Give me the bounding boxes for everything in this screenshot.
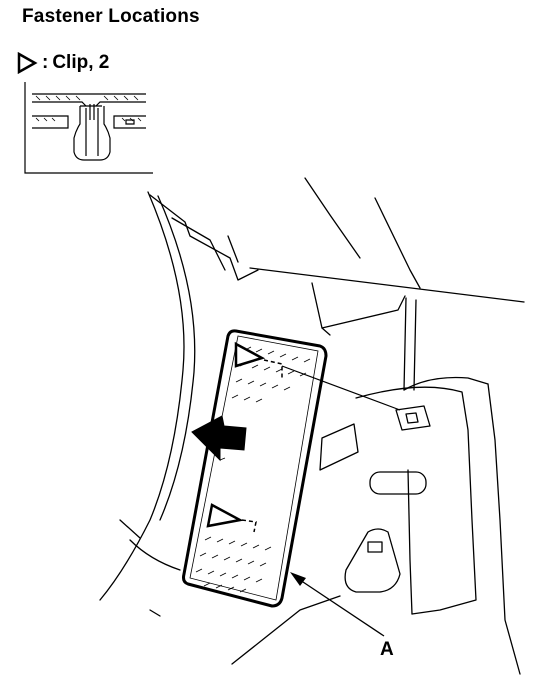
page-title: Fastener Locations bbox=[22, 6, 200, 27]
clip-detail-inset bbox=[24, 82, 153, 174]
removal-direction-arrow bbox=[191, 415, 247, 462]
clip-triangle-icon bbox=[17, 52, 38, 74]
callout-label-a: A bbox=[380, 639, 394, 660]
clip-marker-upper bbox=[234, 341, 266, 368]
cover-panel-a bbox=[182, 329, 328, 608]
clip-marker-lower bbox=[206, 503, 244, 528]
legend-separator: : bbox=[42, 52, 49, 73]
fastener-legend: : Clip, 2 bbox=[16, 52, 109, 74]
legend-label: Clip, 2 bbox=[52, 52, 110, 73]
